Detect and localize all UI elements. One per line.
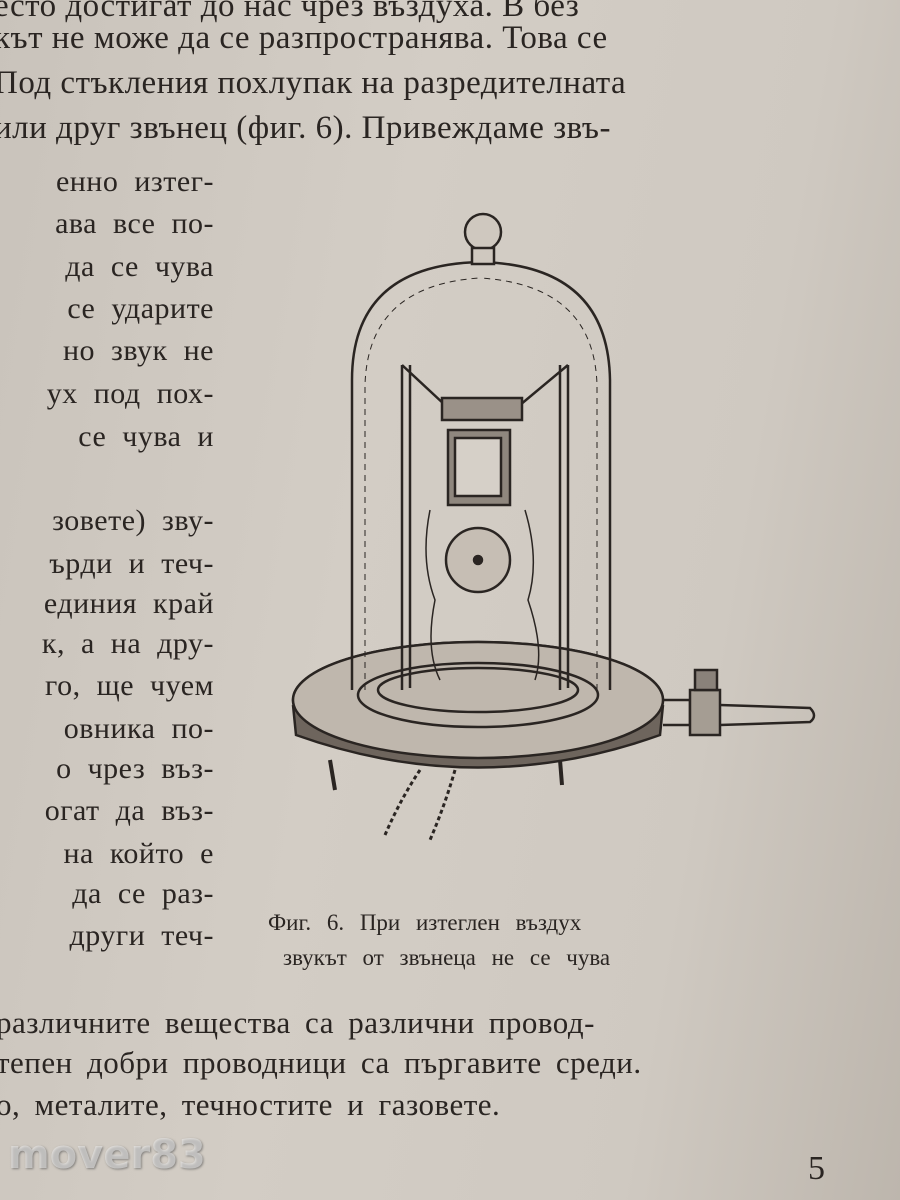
text-line: енно изтег- <box>55 165 214 198</box>
text-line: се чува и <box>78 420 214 453</box>
text-line: други теч- <box>69 919 214 952</box>
text-line: зовете) зву- <box>52 504 214 537</box>
text-line: кът не може да се разпространява. Това с… <box>0 20 608 56</box>
text-line: да се раз- <box>72 877 214 910</box>
text-line: ух под пох- <box>46 377 214 410</box>
watermark-user: mover83 <box>8 1132 206 1178</box>
bell-frame <box>400 364 570 690</box>
text-line: се ударите <box>67 292 214 325</box>
text-line: о, металите, течностите и газовете. <box>0 1087 501 1122</box>
page-number: 5 <box>808 1150 825 1187</box>
text-line: овника по- <box>63 712 214 745</box>
text-line: го, ще чуем <box>45 669 214 702</box>
caption-line: звукът от звънеца не се чува <box>283 945 611 970</box>
wires <box>383 769 457 841</box>
text-line: ърди и теч- <box>49 547 214 580</box>
text-line: или друг звънец (фиг. 6). Привеждаме звъ… <box>0 110 611 146</box>
text-line: на който е <box>63 837 214 870</box>
valve-tube <box>663 698 816 727</box>
text-line: ава все по- <box>55 207 214 240</box>
valve <box>688 688 722 737</box>
text-line: единия край <box>43 587 214 620</box>
text-line: различните вещества са различни провод- <box>0 1005 596 1040</box>
text-line: есто достигат до нас чрез въздуха. В без <box>0 0 580 24</box>
text-line: к, а на дру- <box>41 627 214 660</box>
caption-line: Фиг. 6. При изтеглен въздух <box>268 910 582 935</box>
text-line: Под стъкления похлупак на разредителната <box>0 65 627 101</box>
text-line: о чрез въз- <box>56 752 214 785</box>
text-line: да се чува <box>65 250 214 283</box>
dome-knob <box>463 212 503 252</box>
text-line: огат да въз- <box>44 794 214 827</box>
text-line: но звук не <box>63 334 214 367</box>
text-line: тепен добри проводници са пъргавите сред… <box>0 1045 642 1080</box>
